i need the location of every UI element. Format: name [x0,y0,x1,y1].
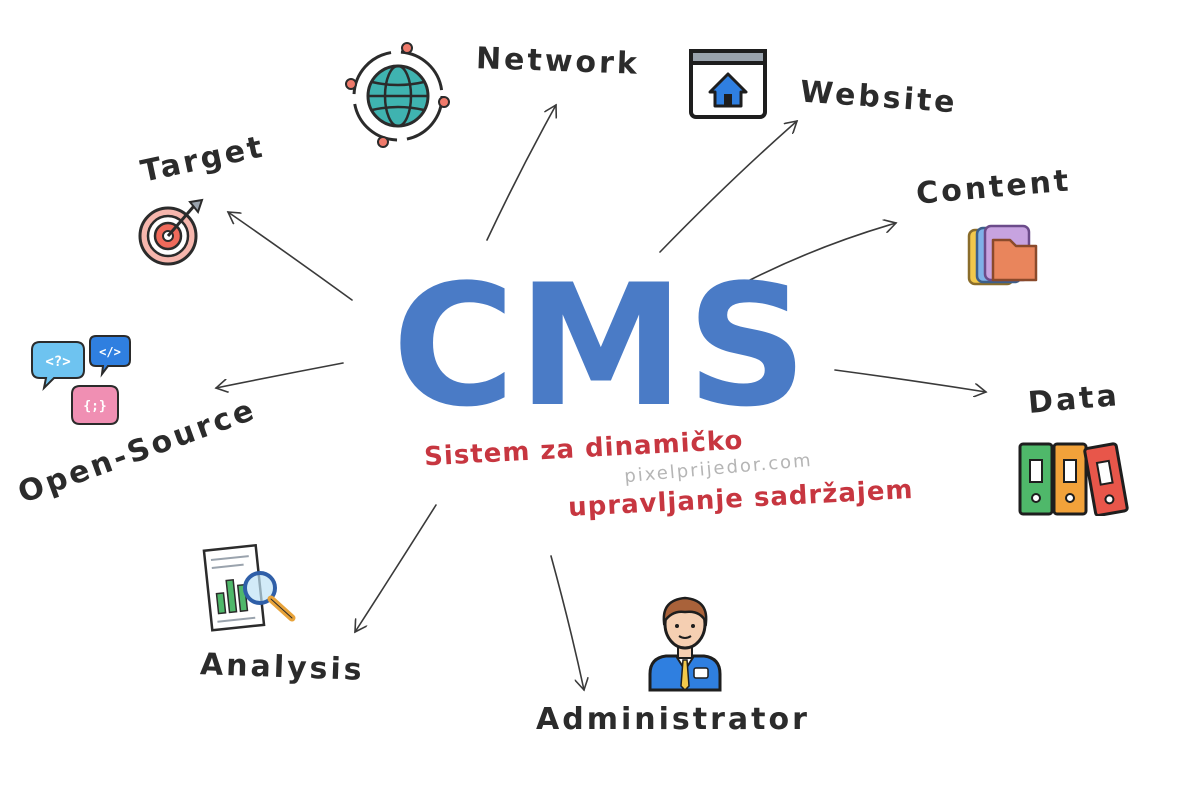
arrow-to-content [749,223,896,281]
code-bubbles-icon: <?> </> {;} [31,335,131,425]
node-label-administrator: Administrator [536,702,810,737]
arrow-to-analysis [355,504,437,632]
arrow-to-website [659,121,797,253]
arrow-to-target [228,212,353,301]
code-glyph-1: <?> [45,354,70,370]
code-glyph-2: </> [99,345,121,359]
node-label-network: Network [475,41,641,82]
cms-title: CMS [392,248,810,444]
arrow-to-administrator [550,555,584,690]
arrow-to-data [834,369,986,392]
arrow-to-open-source [216,362,344,388]
globe-network-icon [345,42,450,148]
dartboard-icon [138,198,204,266]
folders-icon [967,224,1038,286]
node-label-analysis: Analysis [199,647,366,688]
browser-home-icon [689,49,767,119]
binders-icon [1018,442,1129,516]
report-magnifier-icon [202,544,296,632]
arrow-to-network [486,105,556,241]
code-glyph-3: {;} [83,399,106,414]
administrator-avatar-icon [648,596,722,692]
